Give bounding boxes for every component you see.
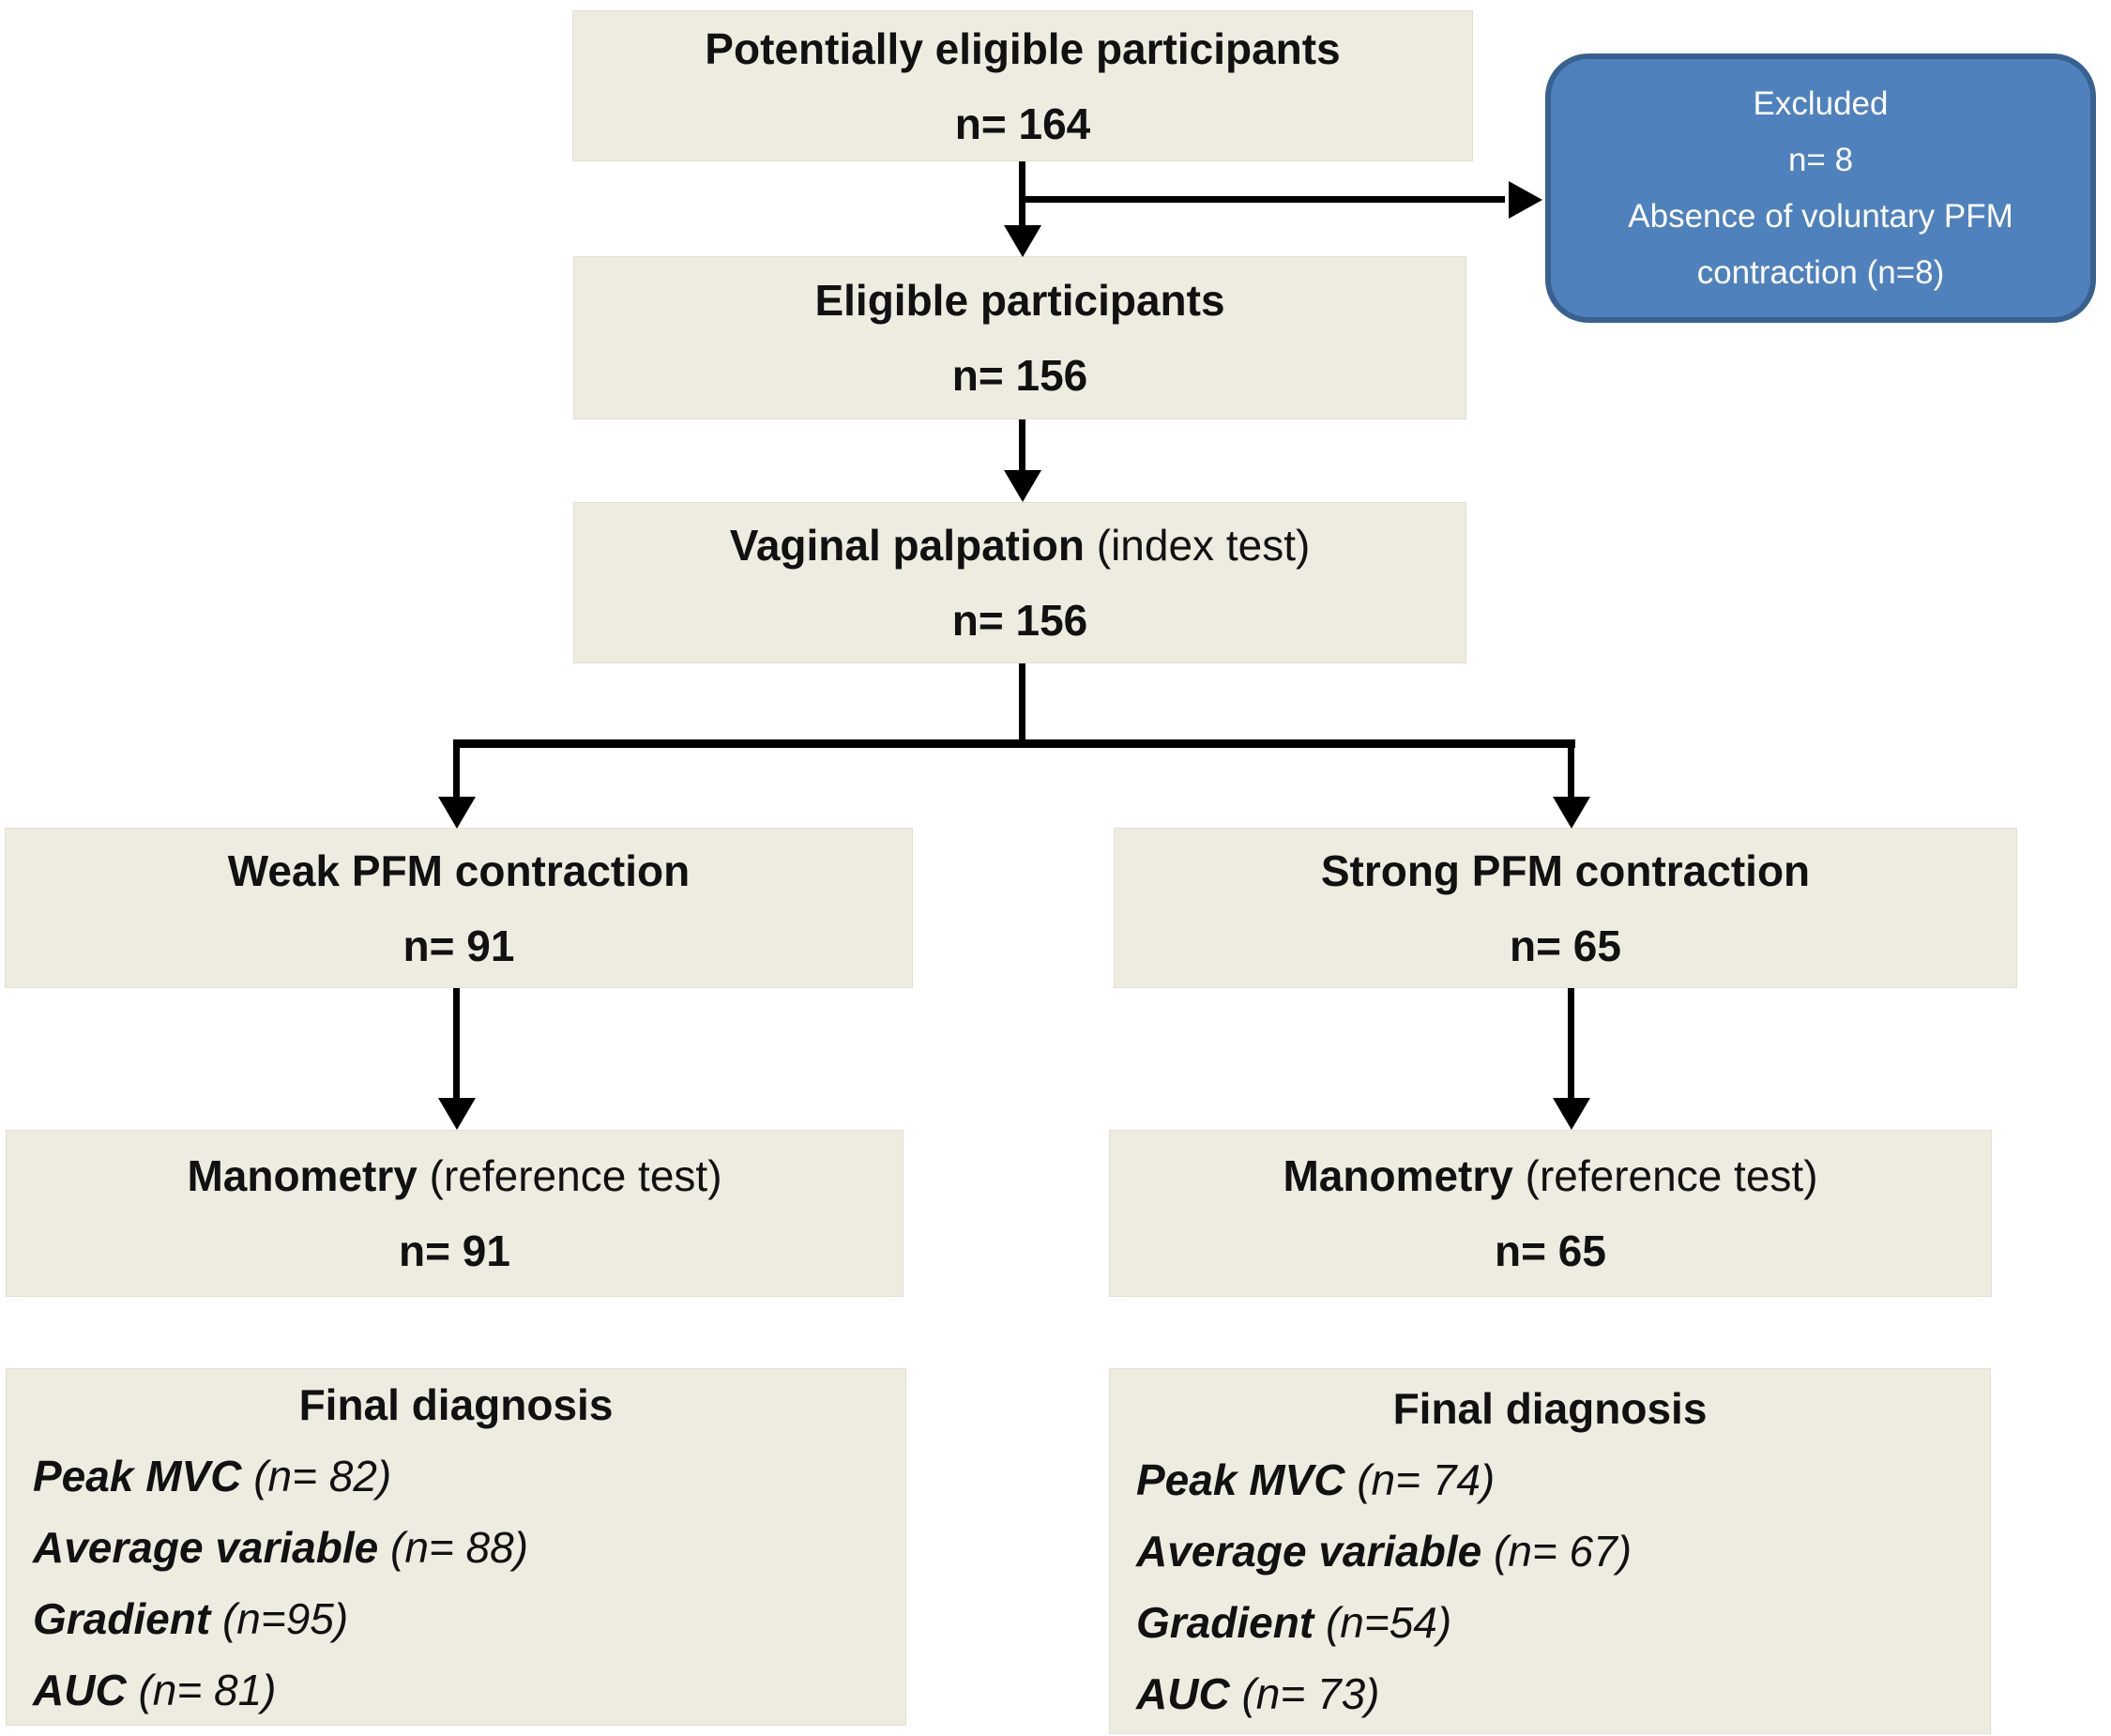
box-manometry-right: Manometry (reference test) n= 65 — [1109, 1130, 1992, 1297]
box-weak-pfm: Weak PFM contraction n= 91 — [5, 828, 913, 988]
connector-to-excluded-line — [1023, 196, 1505, 203]
excluded-reason-line1: Absence of voluntary PFM — [1628, 197, 2013, 235]
box-title: Vaginal palpation (index test) — [574, 508, 1466, 583]
final-item: Gradient (n=54) — [1136, 1598, 1452, 1647]
box-title: Eligible participants — [814, 276, 1225, 325]
box-title: Potentially eligible participants — [705, 23, 1341, 73]
box-count: n= 65 — [1495, 1226, 1606, 1275]
box-final-diagnosis-left: Final diagnosis Peak MVC (n= 82) Average… — [6, 1368, 906, 1726]
box-strong-pfm: Strong PFM contraction n= 65 — [1114, 828, 2017, 988]
split-bar — [454, 739, 1575, 748]
excluded-line: Excluded — [1753, 84, 1889, 122]
box-title-note: (reference test) — [429, 1151, 722, 1200]
box-title: Manometry (reference test) — [7, 1138, 903, 1213]
box-count: n= 164 — [954, 99, 1091, 148]
box-title-bold: Manometry — [187, 1151, 418, 1200]
connector-split-to-weak-line — [453, 739, 460, 800]
final-item: AUC (n= 73) — [1136, 1669, 1380, 1718]
box-title-bold: Manometry — [1283, 1151, 1513, 1200]
final-title: Final diagnosis — [298, 1379, 614, 1429]
arrowhead-down-icon — [1553, 1098, 1590, 1130]
connector-split-to-strong-line — [1568, 739, 1574, 800]
box-title-note: (index test) — [1096, 521, 1311, 570]
box-title: Manometry (reference test) — [1110, 1138, 1991, 1213]
final-item: Gradient (n=95) — [33, 1593, 349, 1643]
arrowhead-down-icon — [438, 797, 476, 829]
connector-weak-to-manometry-line — [453, 988, 460, 1101]
box-title: Strong PFM contraction — [1320, 845, 1811, 895]
box-vaginal-palpation: Vaginal palpation (index test) n= 156 — [573, 502, 1466, 663]
box-count: n= 65 — [1510, 921, 1621, 970]
box-title-bold: Vaginal palpation — [729, 521, 1085, 570]
connector-palpation-to-split-line — [1019, 663, 1025, 743]
box-manometry-left: Manometry (reference test) n= 91 — [6, 1130, 904, 1297]
connector-eligible-to-palpation-line — [1019, 419, 1025, 474]
final-item: Average variable (n= 88) — [33, 1522, 529, 1572]
box-excluded: Excluded n= 8 Absence of voluntary PFM c… — [1545, 53, 2096, 323]
final-item: AUC (n= 81) — [33, 1665, 277, 1714]
arrowhead-down-icon — [1004, 225, 1041, 257]
arrowhead-down-icon — [1004, 470, 1041, 502]
final-item: Peak MVC (n= 74) — [1136, 1455, 1496, 1504]
box-count: n= 156 — [951, 596, 1088, 645]
final-item: Peak MVC (n= 82) — [33, 1451, 392, 1500]
connector-strong-to-manometry-line — [1568, 988, 1574, 1101]
box-potentially-eligible: Potentially eligible participants n= 164 — [572, 10, 1473, 161]
excluded-count: n= 8 — [1787, 141, 1854, 178]
box-eligible: Eligible participants n= 156 — [573, 256, 1466, 419]
box-title: Weak PFM contraction — [227, 845, 691, 895]
box-title-note: (reference test) — [1525, 1151, 1818, 1200]
box-final-diagnosis-right: Final diagnosis Peak MVC (n= 74) Average… — [1109, 1368, 1991, 1734]
box-count: n= 91 — [399, 1226, 510, 1275]
arrowhead-down-icon — [1553, 797, 1590, 829]
box-count: n= 156 — [951, 351, 1088, 400]
final-title: Final diagnosis — [1392, 1384, 1708, 1433]
excluded-reason-line2: contraction (n=8) — [1696, 253, 1945, 291]
arrowhead-right-icon — [1509, 181, 1542, 219]
final-item: Average variable (n= 67) — [1136, 1527, 1633, 1576]
arrowhead-down-icon — [438, 1098, 476, 1130]
connector-top-to-eligible-line — [1019, 161, 1025, 232]
box-count: n= 91 — [402, 921, 515, 970]
